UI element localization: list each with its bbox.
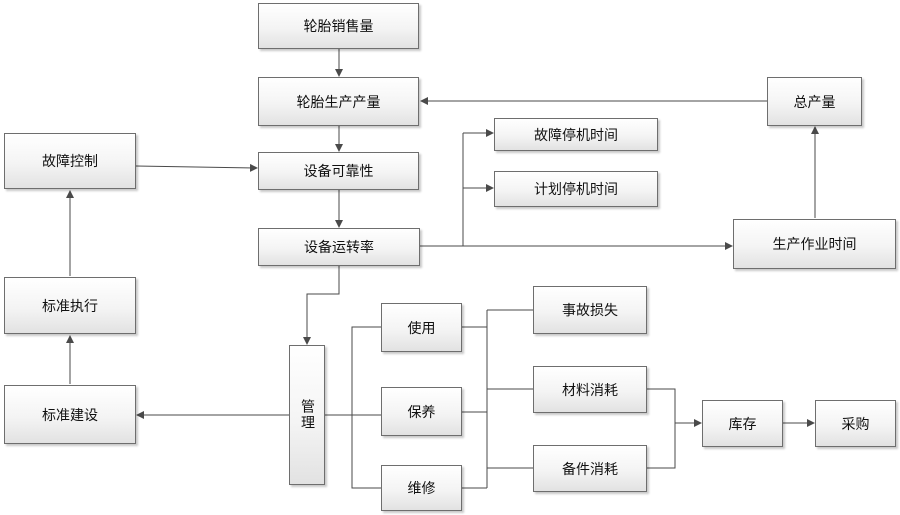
node-equipment-operation-rate: 设备运转率 [258, 228, 420, 266]
connector-to-usage [351, 326, 381, 415]
node-management: 管理 [289, 345, 325, 485]
node-material-consumption: 材料消耗 [533, 366, 647, 413]
node-usage: 使用 [381, 303, 462, 352]
node-fault-downtime: 故障停机时间 [494, 118, 658, 151]
connector-material-out [647, 388, 676, 469]
node-accident-loss-label: 事故损失 [562, 303, 618, 319]
node-spare-parts-consumption-label: 备件消耗 [562, 461, 618, 478]
node-fault-downtime-label: 故障停机时间 [534, 127, 618, 144]
node-fault-control-label: 故障控制 [42, 154, 98, 170]
node-equipment-reliability-label: 设备可靠性 [303, 164, 374, 180]
node-production-time: 生产作业时间 [733, 219, 896, 269]
node-equipment-reliability: 设备可靠性 [258, 152, 419, 190]
node-spare-parts-consumption: 备件消耗 [533, 445, 647, 492]
node-maintenance: 保养 [381, 387, 462, 436]
node-repair-label: 维修 [407, 481, 436, 497]
node-total-output: 总产量 [767, 77, 862, 126]
node-fault-control: 故障控制 [4, 133, 136, 189]
node-maintenance-label: 保养 [407, 404, 436, 421]
node-standard-building: 标准建设 [4, 385, 136, 444]
node-inventory: 库存 [702, 400, 783, 447]
node-tire-output-label: 轮胎生产产量 [296, 94, 381, 111]
connector-rate-branch [420, 133, 464, 247]
node-standard-execution: 标准执行 [4, 277, 136, 334]
node-planned-downtime: 计划停机时间 [494, 171, 658, 207]
node-accident-loss: 事故损失 [533, 286, 647, 334]
node-tire-sales-label: 轮胎销售量 [303, 19, 374, 35]
arrow-rate-to-management [303, 266, 340, 345]
arrow-faultcontrol-to-reliability [135, 163, 258, 172]
node-production-time-label: 生产作业时间 [772, 237, 857, 253]
connector-to-repair [351, 415, 381, 489]
node-procurement-label: 采购 [841, 416, 870, 433]
node-equipment-operation-rate-label: 设备运转率 [304, 240, 374, 256]
node-tire-sales: 轮胎销售量 [258, 3, 419, 49]
node-procurement: 采购 [815, 400, 896, 447]
node-material-consumption-label: 材料消耗 [562, 382, 618, 399]
node-total-output-label: 总产量 [793, 94, 836, 111]
node-usage-label: 使用 [407, 320, 436, 337]
node-standard-building-label: 标准建设 [42, 407, 98, 424]
node-tire-output: 轮胎生产产量 [258, 77, 419, 126]
node-inventory-label: 库存 [728, 416, 757, 433]
node-standard-execution-label: 标准执行 [42, 298, 98, 315]
node-planned-downtime-label: 计划停机时间 [534, 182, 618, 198]
node-repair: 维修 [381, 465, 462, 511]
node-management-label: 管理 [299, 399, 315, 431]
